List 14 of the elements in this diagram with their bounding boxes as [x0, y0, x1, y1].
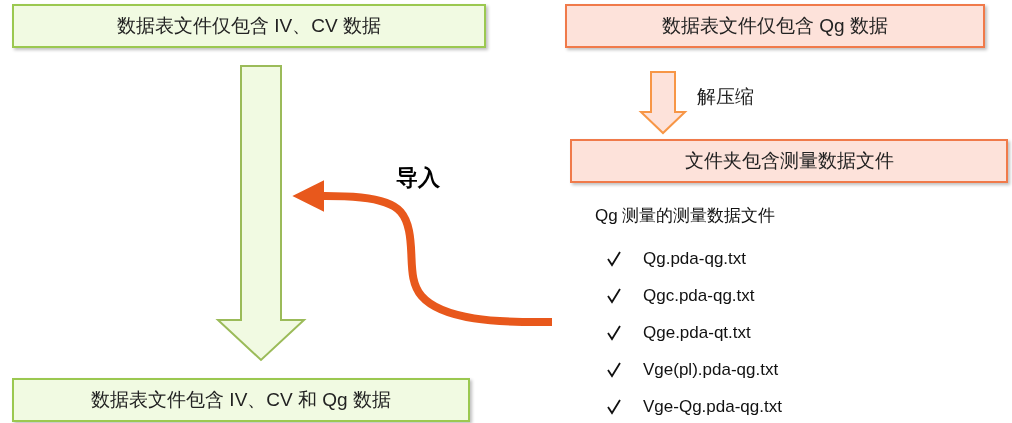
file-name: Qge.pda-qt.txt [643, 323, 751, 343]
box-label: 数据表文件仅包含 IV、CV 数据 [117, 14, 381, 38]
box-label: 数据表文件仅包含 Qg 数据 [662, 14, 888, 38]
file-name: Vge-Qg.pda-qg.txt [643, 397, 782, 417]
process-box [565, 4, 985, 48]
box-label: 文件夹包含测量数据文件 [684, 149, 894, 173]
file-name: Qgc.pda-qg.txt [643, 286, 755, 306]
box-label: 数据表文件包含 IV、CV 和 Qg 数据 [91, 388, 391, 412]
list-heading: Qg 测量的测量数据文件 [595, 205, 776, 227]
process-box [12, 4, 486, 48]
process-box [12, 378, 470, 422]
file-name: Vge(pl).pda-qg.txt [643, 360, 779, 380]
file-name: Qg.pda-qg.txt [643, 249, 746, 269]
process-box [570, 139, 1008, 183]
